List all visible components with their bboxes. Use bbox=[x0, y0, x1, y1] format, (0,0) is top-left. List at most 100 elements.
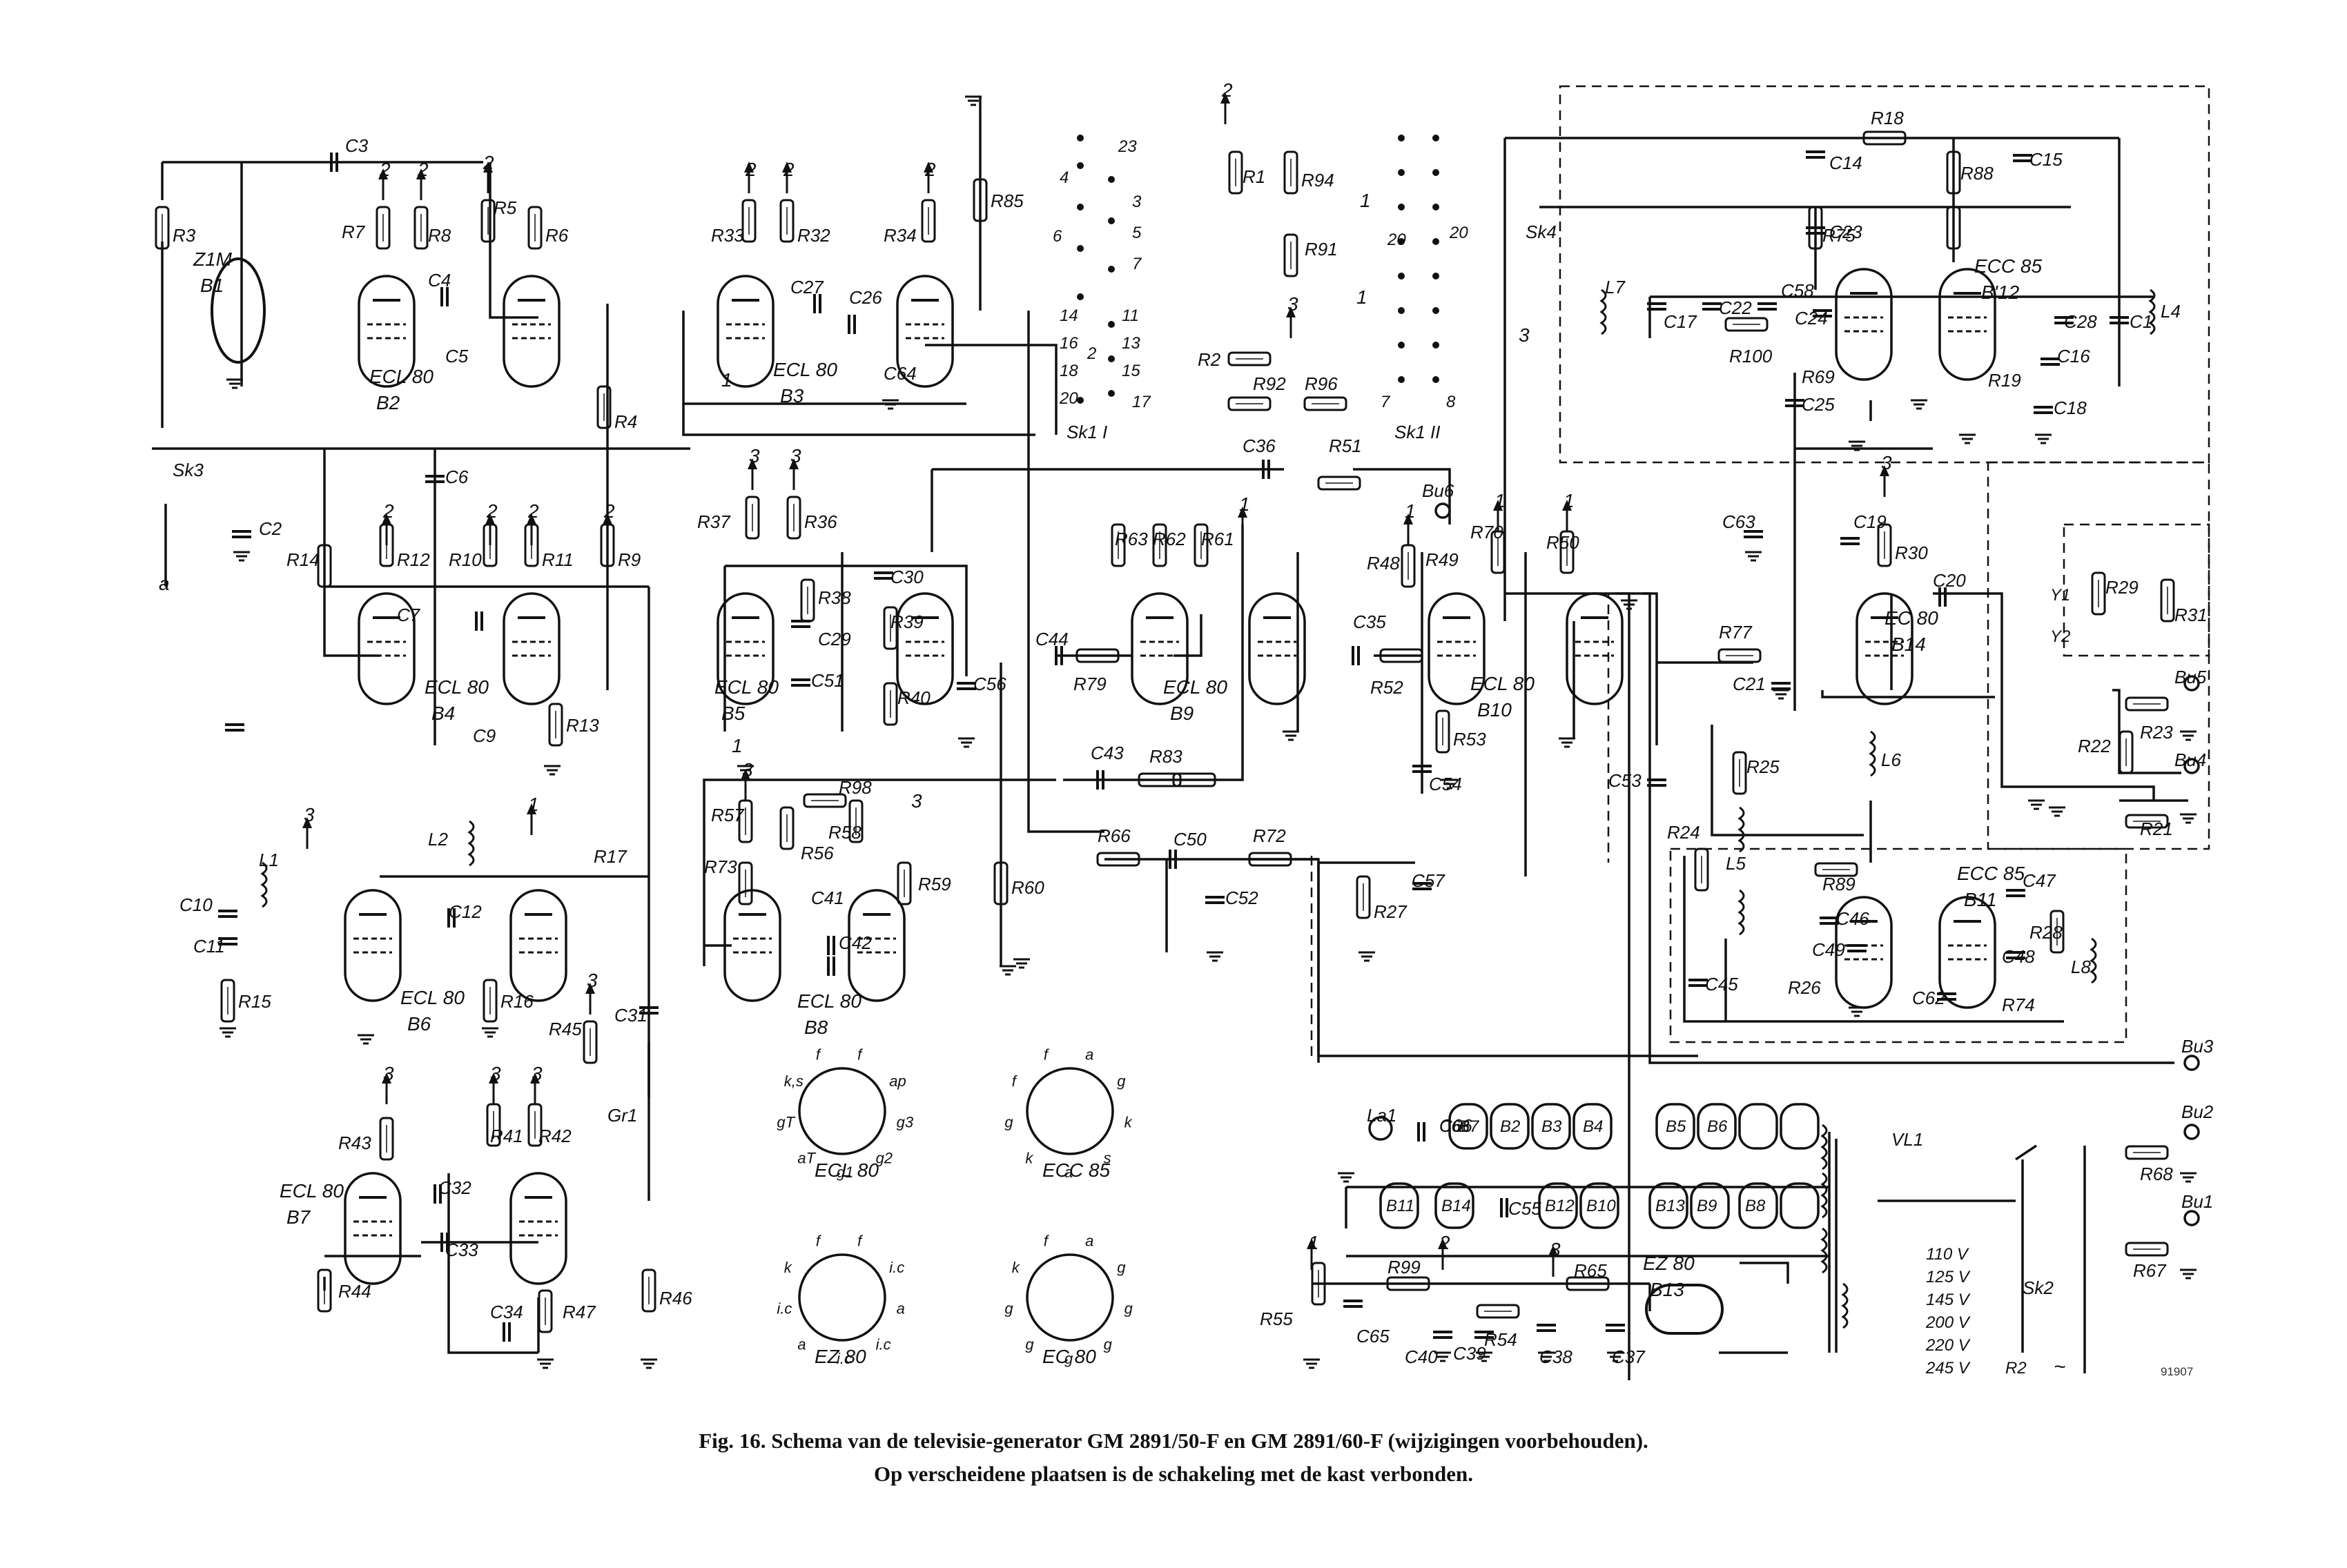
base-pin-label: g bbox=[1004, 1300, 1013, 1317]
component-label: C23 bbox=[1829, 222, 1862, 242]
base-pin-label: f bbox=[1044, 1046, 1050, 1063]
component-label: R62 bbox=[1153, 529, 1186, 549]
base-pin-label: f bbox=[816, 1046, 822, 1063]
supply-node-number: 2 bbox=[417, 159, 429, 180]
switch-label: Sk1 I bbox=[1067, 422, 1107, 442]
tube-type-label: EZ 80 bbox=[1643, 1253, 1695, 1274]
base-diagram-name: ECL 80 bbox=[815, 1159, 879, 1181]
component-label: R22 bbox=[2078, 736, 2111, 756]
component-label: C35 bbox=[1353, 611, 1386, 632]
heater-chain-label: B10 bbox=[1586, 1197, 1616, 1215]
drawing-reference-number: 91907 bbox=[2161, 1365, 2194, 1378]
base-pin-label: g bbox=[1025, 1335, 1034, 1353]
switch-contact-number: 13 bbox=[1122, 334, 1140, 353]
component-label: C42 bbox=[839, 932, 872, 953]
component-label: R69 bbox=[1802, 366, 1835, 387]
component-label: C64 bbox=[884, 363, 917, 384]
tube-type-label: ECC 85 bbox=[1957, 863, 2025, 884]
supply-node-number: 3 bbox=[911, 790, 922, 812]
component-label: C34 bbox=[490, 1302, 523, 1322]
socket-label: Bu6 bbox=[1422, 480, 1454, 501]
base-diagram-name: EZ 80 bbox=[815, 1346, 866, 1367]
heater-string-boxes bbox=[1368, 1103, 1820, 1229]
heater-chain-label: B7 bbox=[1459, 1117, 1480, 1136]
component-label: R46 bbox=[659, 1288, 692, 1309]
component-label: R45 bbox=[549, 1019, 582, 1039]
component-label: R12 bbox=[397, 549, 430, 570]
tube-base-diagrams bbox=[798, 1067, 1114, 1342]
component-label: C40 bbox=[1405, 1346, 1438, 1367]
supply-node-number: 2 bbox=[1439, 1232, 1450, 1253]
component-label: R4 bbox=[614, 411, 637, 432]
component-label: R42 bbox=[538, 1126, 572, 1146]
component-label: R75 bbox=[1822, 225, 1856, 246]
heater-chain-label: B14 bbox=[1441, 1197, 1471, 1215]
component-label: C49 bbox=[1812, 939, 1845, 960]
component-label: R14 bbox=[286, 549, 320, 570]
component-label: R77 bbox=[1719, 622, 1753, 643]
component-label: R79 bbox=[1073, 674, 1107, 694]
tube-type-label: ECL 80 bbox=[280, 1180, 344, 1202]
switch-contact-number: 11 bbox=[1122, 306, 1139, 325]
component-label: R18 bbox=[1871, 108, 1904, 128]
mains-tap-label: 145 V bbox=[1926, 1291, 1971, 1309]
tube-type-label: ECL 80 bbox=[369, 366, 434, 387]
component-label: R56 bbox=[801, 843, 834, 863]
component-label: C2 bbox=[259, 518, 282, 539]
component-label: R10 bbox=[449, 549, 482, 570]
base-pin-label: i.c bbox=[889, 1259, 904, 1276]
supply-node-number: 1 bbox=[1360, 190, 1371, 211]
switch-contact-number: 14 bbox=[1060, 306, 1078, 325]
supply-node-number: 3 bbox=[587, 970, 598, 991]
component-label: C32 bbox=[438, 1177, 471, 1198]
component-label: C14 bbox=[1829, 153, 1862, 173]
switch-contact-number: 4 bbox=[1060, 168, 1069, 187]
base-pin-label: a bbox=[897, 1300, 905, 1317]
heater-chain-label: B6 bbox=[1707, 1117, 1728, 1136]
component-label: R70 bbox=[1470, 522, 1503, 542]
component-label: C25 bbox=[1802, 394, 1835, 415]
tube-type-label: ECC 85 bbox=[1974, 255, 2042, 277]
component-label: R65 bbox=[1574, 1260, 1607, 1281]
tube-designator-label: B1 bbox=[200, 275, 224, 296]
component-label: R33 bbox=[711, 225, 744, 246]
component-label: C54 bbox=[1429, 774, 1462, 794]
switch-contact-number: 6 bbox=[1053, 227, 1062, 246]
mains-symbol: ~ bbox=[2054, 1355, 2066, 1378]
heater-chain-label: B3 bbox=[1541, 1117, 1562, 1136]
heater-chain-label: B2 bbox=[1500, 1117, 1520, 1136]
component-label: R74 bbox=[2002, 994, 2035, 1015]
base-pin-label: g bbox=[1064, 1350, 1073, 1367]
component-label: C62 bbox=[1912, 988, 1945, 1008]
base-pin-label: f bbox=[857, 1046, 864, 1063]
component-label: L6 bbox=[1881, 749, 1901, 770]
tube-designator-label: B8 bbox=[804, 1017, 828, 1038]
tube-type-label: ECL 80 bbox=[773, 359, 837, 380]
base-pin-label: g bbox=[1124, 1300, 1133, 1317]
component-label: C20 bbox=[1933, 570, 1966, 591]
component-label: R88 bbox=[1960, 163, 1994, 184]
supply-node-number: 2 bbox=[382, 500, 394, 522]
supply-node-number: 1 bbox=[1494, 490, 1506, 511]
heater-chain-label: B12 bbox=[1545, 1197, 1575, 1215]
component-label: C27 bbox=[790, 277, 824, 297]
supply-node-number: 1 bbox=[1564, 490, 1575, 511]
switch-contact-number: 20 bbox=[1449, 224, 1468, 242]
tube-designator-label: B11 bbox=[1964, 889, 1997, 910]
component-label: C48 bbox=[2002, 946, 2035, 967]
mains-tap-label: 220 V bbox=[1925, 1336, 1971, 1355]
component-label: R21 bbox=[2140, 819, 2173, 839]
supply-node-number: 1 bbox=[732, 735, 743, 756]
base-pin-label: f bbox=[1012, 1072, 1018, 1090]
component-label: R47 bbox=[563, 1302, 596, 1322]
component-label: R59 bbox=[918, 874, 951, 894]
component-label: C47 bbox=[2023, 870, 2056, 891]
switch-contact-number: 20 bbox=[1059, 389, 1078, 408]
base-pin-label: k bbox=[1124, 1113, 1133, 1130]
component-label: C46 bbox=[1836, 908, 1869, 929]
switch-label: Sk2 bbox=[2023, 1277, 2054, 1298]
supply-node-number: 3 bbox=[1881, 452, 1892, 473]
supply-node-number: 3 bbox=[742, 759, 753, 781]
component-label: C5 bbox=[445, 346, 469, 366]
